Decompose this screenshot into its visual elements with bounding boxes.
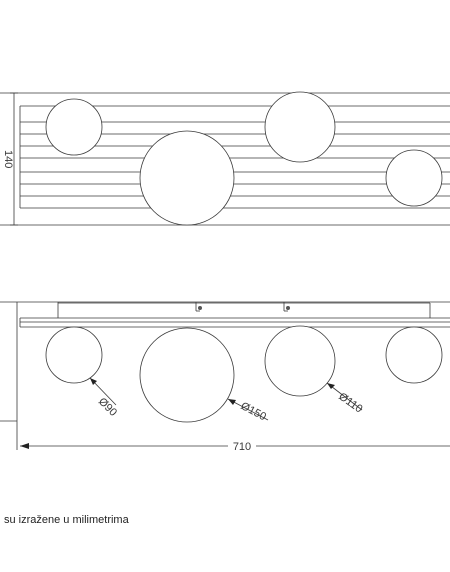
leader-d150	[227, 398, 269, 421]
globe-90b-top	[385, 149, 443, 207]
globe-90b-front	[385, 326, 443, 384]
top-view: 140	[0, 91, 450, 226]
length-dimension-line	[20, 443, 450, 449]
globe-90-front	[45, 326, 103, 384]
units-note: su izražene u milimetrima	[4, 514, 129, 526]
globe-110-front	[264, 325, 336, 397]
dimension-length: 710	[233, 441, 251, 453]
dimension-d150: Ø150	[239, 400, 268, 423]
globe-150-top	[139, 130, 235, 226]
height-label: 140	[2, 150, 14, 168]
screw-icon	[195, 302, 202, 312]
leader-d110	[326, 382, 363, 411]
globe-90-top	[45, 98, 103, 156]
front-view: Ø90 Ø150 Ø110 710	[0, 301, 450, 453]
dimension-d90: Ø90	[96, 396, 119, 419]
leader-d90	[89, 377, 117, 406]
dimension-d110: Ø110	[336, 391, 364, 416]
globe-150-front	[139, 327, 235, 423]
screw-icon	[283, 302, 290, 312]
globe-110-top	[264, 91, 336, 163]
